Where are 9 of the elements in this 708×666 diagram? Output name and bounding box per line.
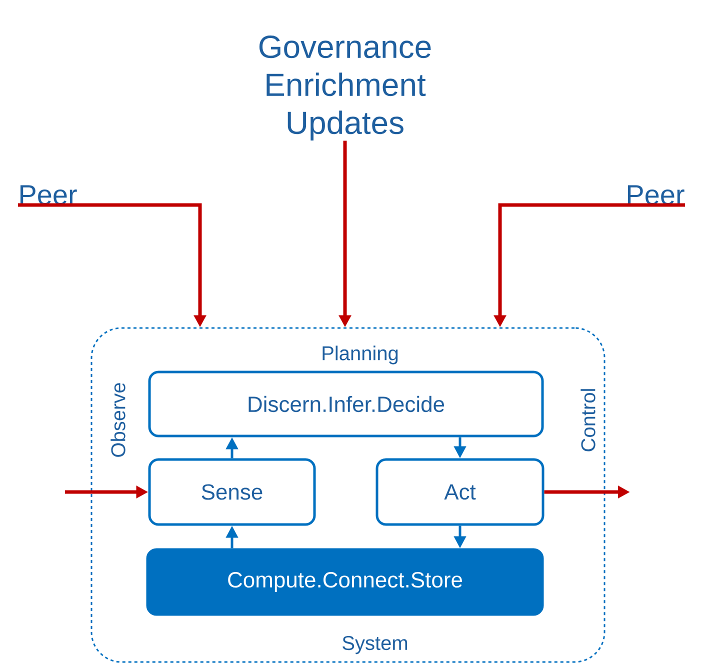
- side-label: Control: [580, 389, 596, 452]
- process-box: Discern.Infer.Decide: [148, 370, 544, 438]
- storage-box: Compute.Connect.Store: [146, 548, 544, 616]
- process-box: Act: [376, 458, 544, 526]
- process-box: Sense: [148, 458, 316, 526]
- planning-label: Planning: [322, 346, 398, 364]
- side-label: Observe: [110, 383, 126, 457]
- heading-text: Governance Enrichment Updates: [259, 36, 431, 140]
- system-label: System: [342, 636, 408, 654]
